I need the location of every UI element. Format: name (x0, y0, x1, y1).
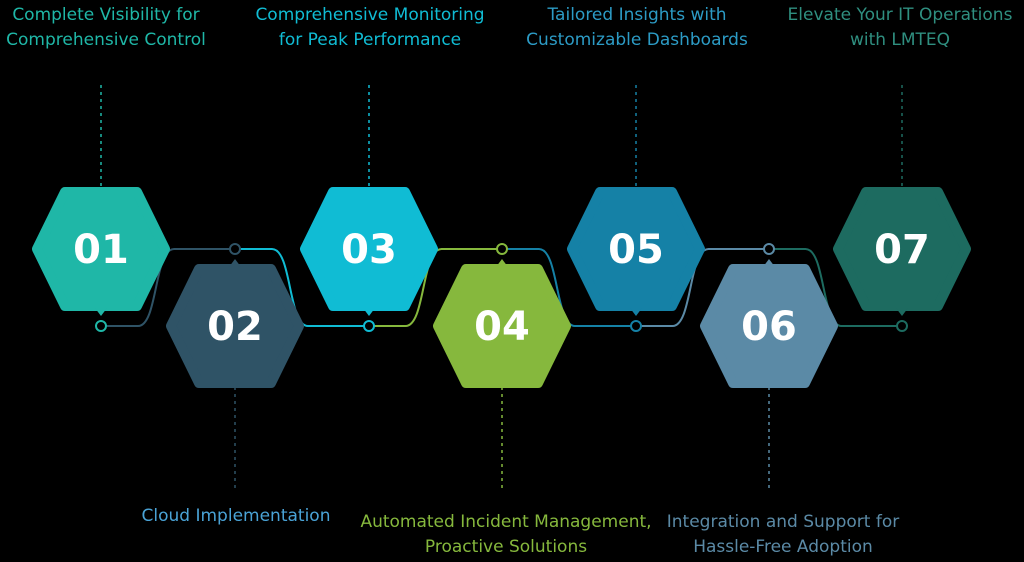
pointer-icon (763, 259, 775, 267)
pointer-icon (363, 308, 375, 316)
pointer-icon (95, 308, 107, 316)
connector-lines (95, 85, 908, 492)
step-6-label: Integration and Support for Hassle-Free … (666, 512, 900, 557)
step-5-number: 05 (608, 227, 664, 273)
step-3-hexagon: 03 (300, 187, 438, 316)
step-6-number: 06 (741, 304, 797, 350)
connector-line (235, 248, 369, 327)
step-4-label: Automated Incident Management, Proactive… (360, 512, 652, 557)
step-2-hexagon: 02 (166, 259, 304, 388)
step-hexagons: 01 02 03 04 05 06 07 (32, 187, 971, 388)
hexagon-shape (300, 187, 438, 311)
connector-dot (496, 243, 508, 255)
connector-dot (630, 320, 642, 332)
connector-dot (763, 243, 775, 255)
hexagon-shape (567, 187, 705, 311)
step-1-hexagon: 01 (32, 187, 170, 316)
step-7-label: Elevate Your IT Operations with LMTEQ (787, 5, 1013, 50)
step-5-label: Tailored Insights with Customizable Dash… (526, 5, 748, 50)
step-3-number: 03 (341, 227, 397, 273)
step-1-number: 01 (73, 227, 129, 273)
step-3-label: Comprehensive Monitoring for Peak Perfor… (255, 5, 485, 50)
pointer-icon (229, 259, 241, 267)
connector-dot (363, 320, 375, 332)
step-7-hexagon: 07 (833, 187, 971, 316)
connector-line (101, 248, 235, 327)
step-5-hexagon: 05 (567, 187, 705, 316)
connector-line (369, 248, 502, 327)
connector-dot (229, 243, 241, 255)
connector-line (636, 248, 769, 327)
step-1-label: Complete Visibility for Comprehensive Co… (6, 5, 206, 50)
step-6-hexagon: 06 (700, 259, 838, 388)
hexagon-shape (700, 264, 838, 388)
hexagon-shape (433, 264, 571, 388)
pointer-icon (496, 259, 508, 267)
hexagon-shape (833, 187, 971, 311)
step-7-number: 07 (874, 227, 930, 273)
connector-dot (896, 320, 908, 332)
hexagon-shape (32, 187, 170, 311)
pointer-icon (630, 308, 642, 316)
pointer-icon (896, 308, 908, 316)
step-2-label: Cloud Implementation (141, 506, 331, 526)
step-2-number: 02 (207, 304, 263, 350)
step-4-hexagon: 04 (433, 259, 571, 388)
connector-line (769, 248, 902, 327)
connector-dot (95, 320, 107, 332)
hexagon-shape (166, 264, 304, 388)
connector-line (502, 248, 636, 327)
step-4-number: 04 (474, 304, 530, 350)
